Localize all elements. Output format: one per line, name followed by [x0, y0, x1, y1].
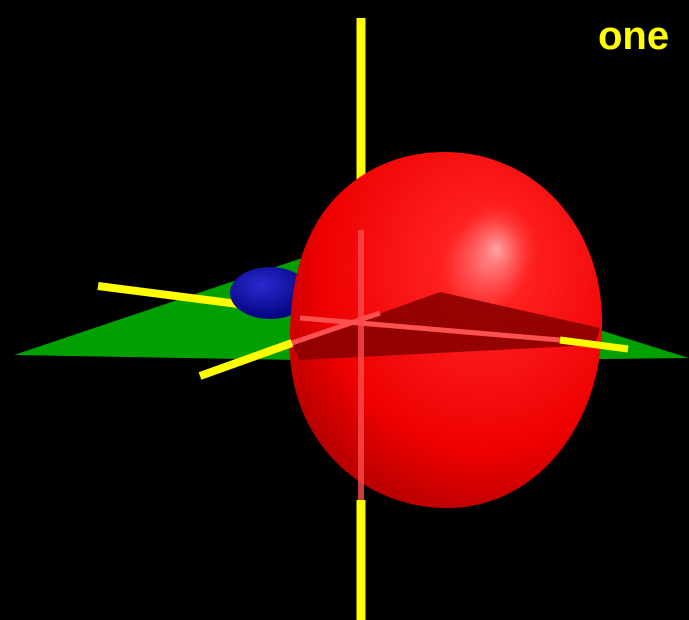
orbital-label: one: [598, 12, 669, 60]
lobe-highlight: [455, 200, 539, 300]
